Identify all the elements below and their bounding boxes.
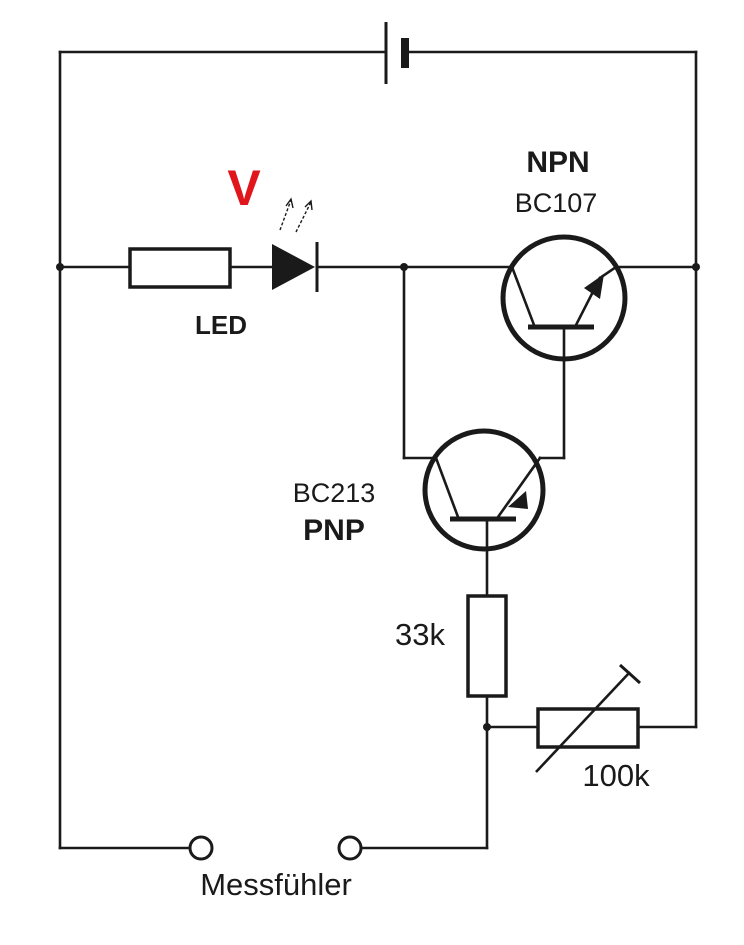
pnp-type-label: PNP: [303, 514, 365, 547]
led-diode-symbol: [272, 244, 315, 290]
npn-transistor: [402, 234, 698, 460]
npn-part-label: BC107: [515, 188, 598, 218]
potentiometer-100k-label: 100k: [582, 758, 650, 793]
pnp-transistor: [422, 428, 546, 598]
npn-type-label: NPN: [526, 146, 589, 179]
led-series-resistor: [128, 247, 232, 289]
led-marker-label: V: [227, 160, 261, 216]
led-label: LED: [195, 310, 247, 340]
resistor-33k-label: 33k: [395, 617, 445, 652]
resistor-33k: [466, 594, 508, 698]
led-branch: [58, 197, 406, 292]
battery-symbol: [58, 22, 698, 84]
probe-terminals: [58, 835, 489, 861]
potentiometer-100k: [485, 663, 698, 773]
led-light-arrows: [279, 197, 313, 233]
pnp-part-label: BC213: [293, 478, 376, 508]
probe-label: Messfühler: [200, 867, 352, 902]
